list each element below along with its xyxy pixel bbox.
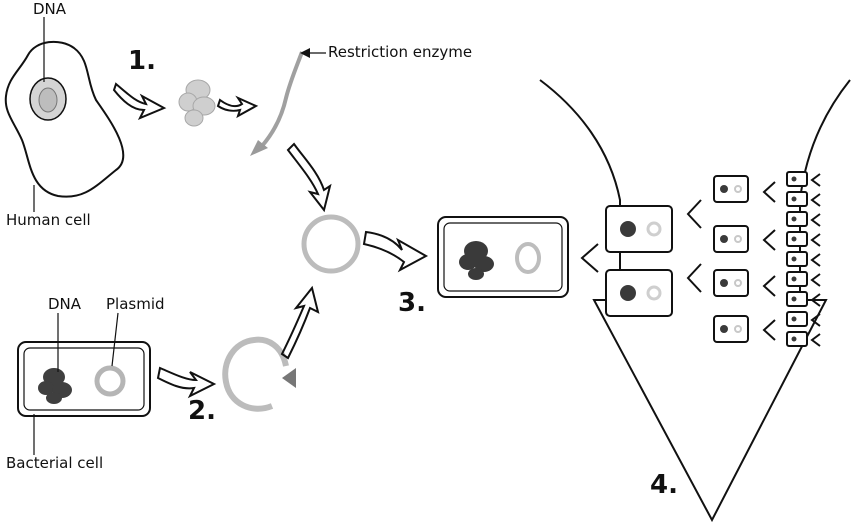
cascade-gen3 xyxy=(762,171,821,347)
plasmid-icon xyxy=(301,214,361,274)
restriction-enzyme-icon xyxy=(260,51,304,148)
step-4-label: 4. xyxy=(650,470,678,500)
dna-clump-icon xyxy=(38,368,72,404)
step-1-label: 1. xyxy=(128,46,156,76)
dna-clump-icon xyxy=(178,79,216,127)
cascade-gen2 xyxy=(686,175,749,343)
process-arrow-icon xyxy=(286,142,332,213)
human-cell-label: Human cell xyxy=(6,211,91,229)
human-cell-icon xyxy=(4,40,125,198)
restriction-enzyme-label: Restriction enzyme xyxy=(328,43,473,61)
process-arrow-icon xyxy=(280,285,320,360)
plasmid-icon xyxy=(94,365,126,397)
bacterial-cell-icon xyxy=(437,216,569,298)
plasmid-icon xyxy=(222,336,289,412)
dna-clump-icon xyxy=(459,241,494,280)
step-2-label: 2. xyxy=(188,396,216,426)
bacterial-cell-icon xyxy=(17,341,151,417)
plasmid-icon xyxy=(515,242,541,274)
process-arrow-icon xyxy=(539,79,851,523)
process-arrow-icon xyxy=(362,230,429,273)
cascade-gen1 xyxy=(580,205,673,317)
plasmid-label: Plasmid xyxy=(106,295,165,313)
process-arrow-icon xyxy=(156,366,217,399)
process-arrow-icon xyxy=(112,82,167,120)
bacterial-dna-label: DNA xyxy=(48,295,82,313)
human-nucleolus xyxy=(38,87,58,113)
bacterial-cell-label: Bacterial cell xyxy=(6,454,104,472)
human-dna-label: DNA xyxy=(33,0,67,18)
process-arrow-icon xyxy=(216,95,259,119)
step-3-label: 3. xyxy=(398,288,426,318)
